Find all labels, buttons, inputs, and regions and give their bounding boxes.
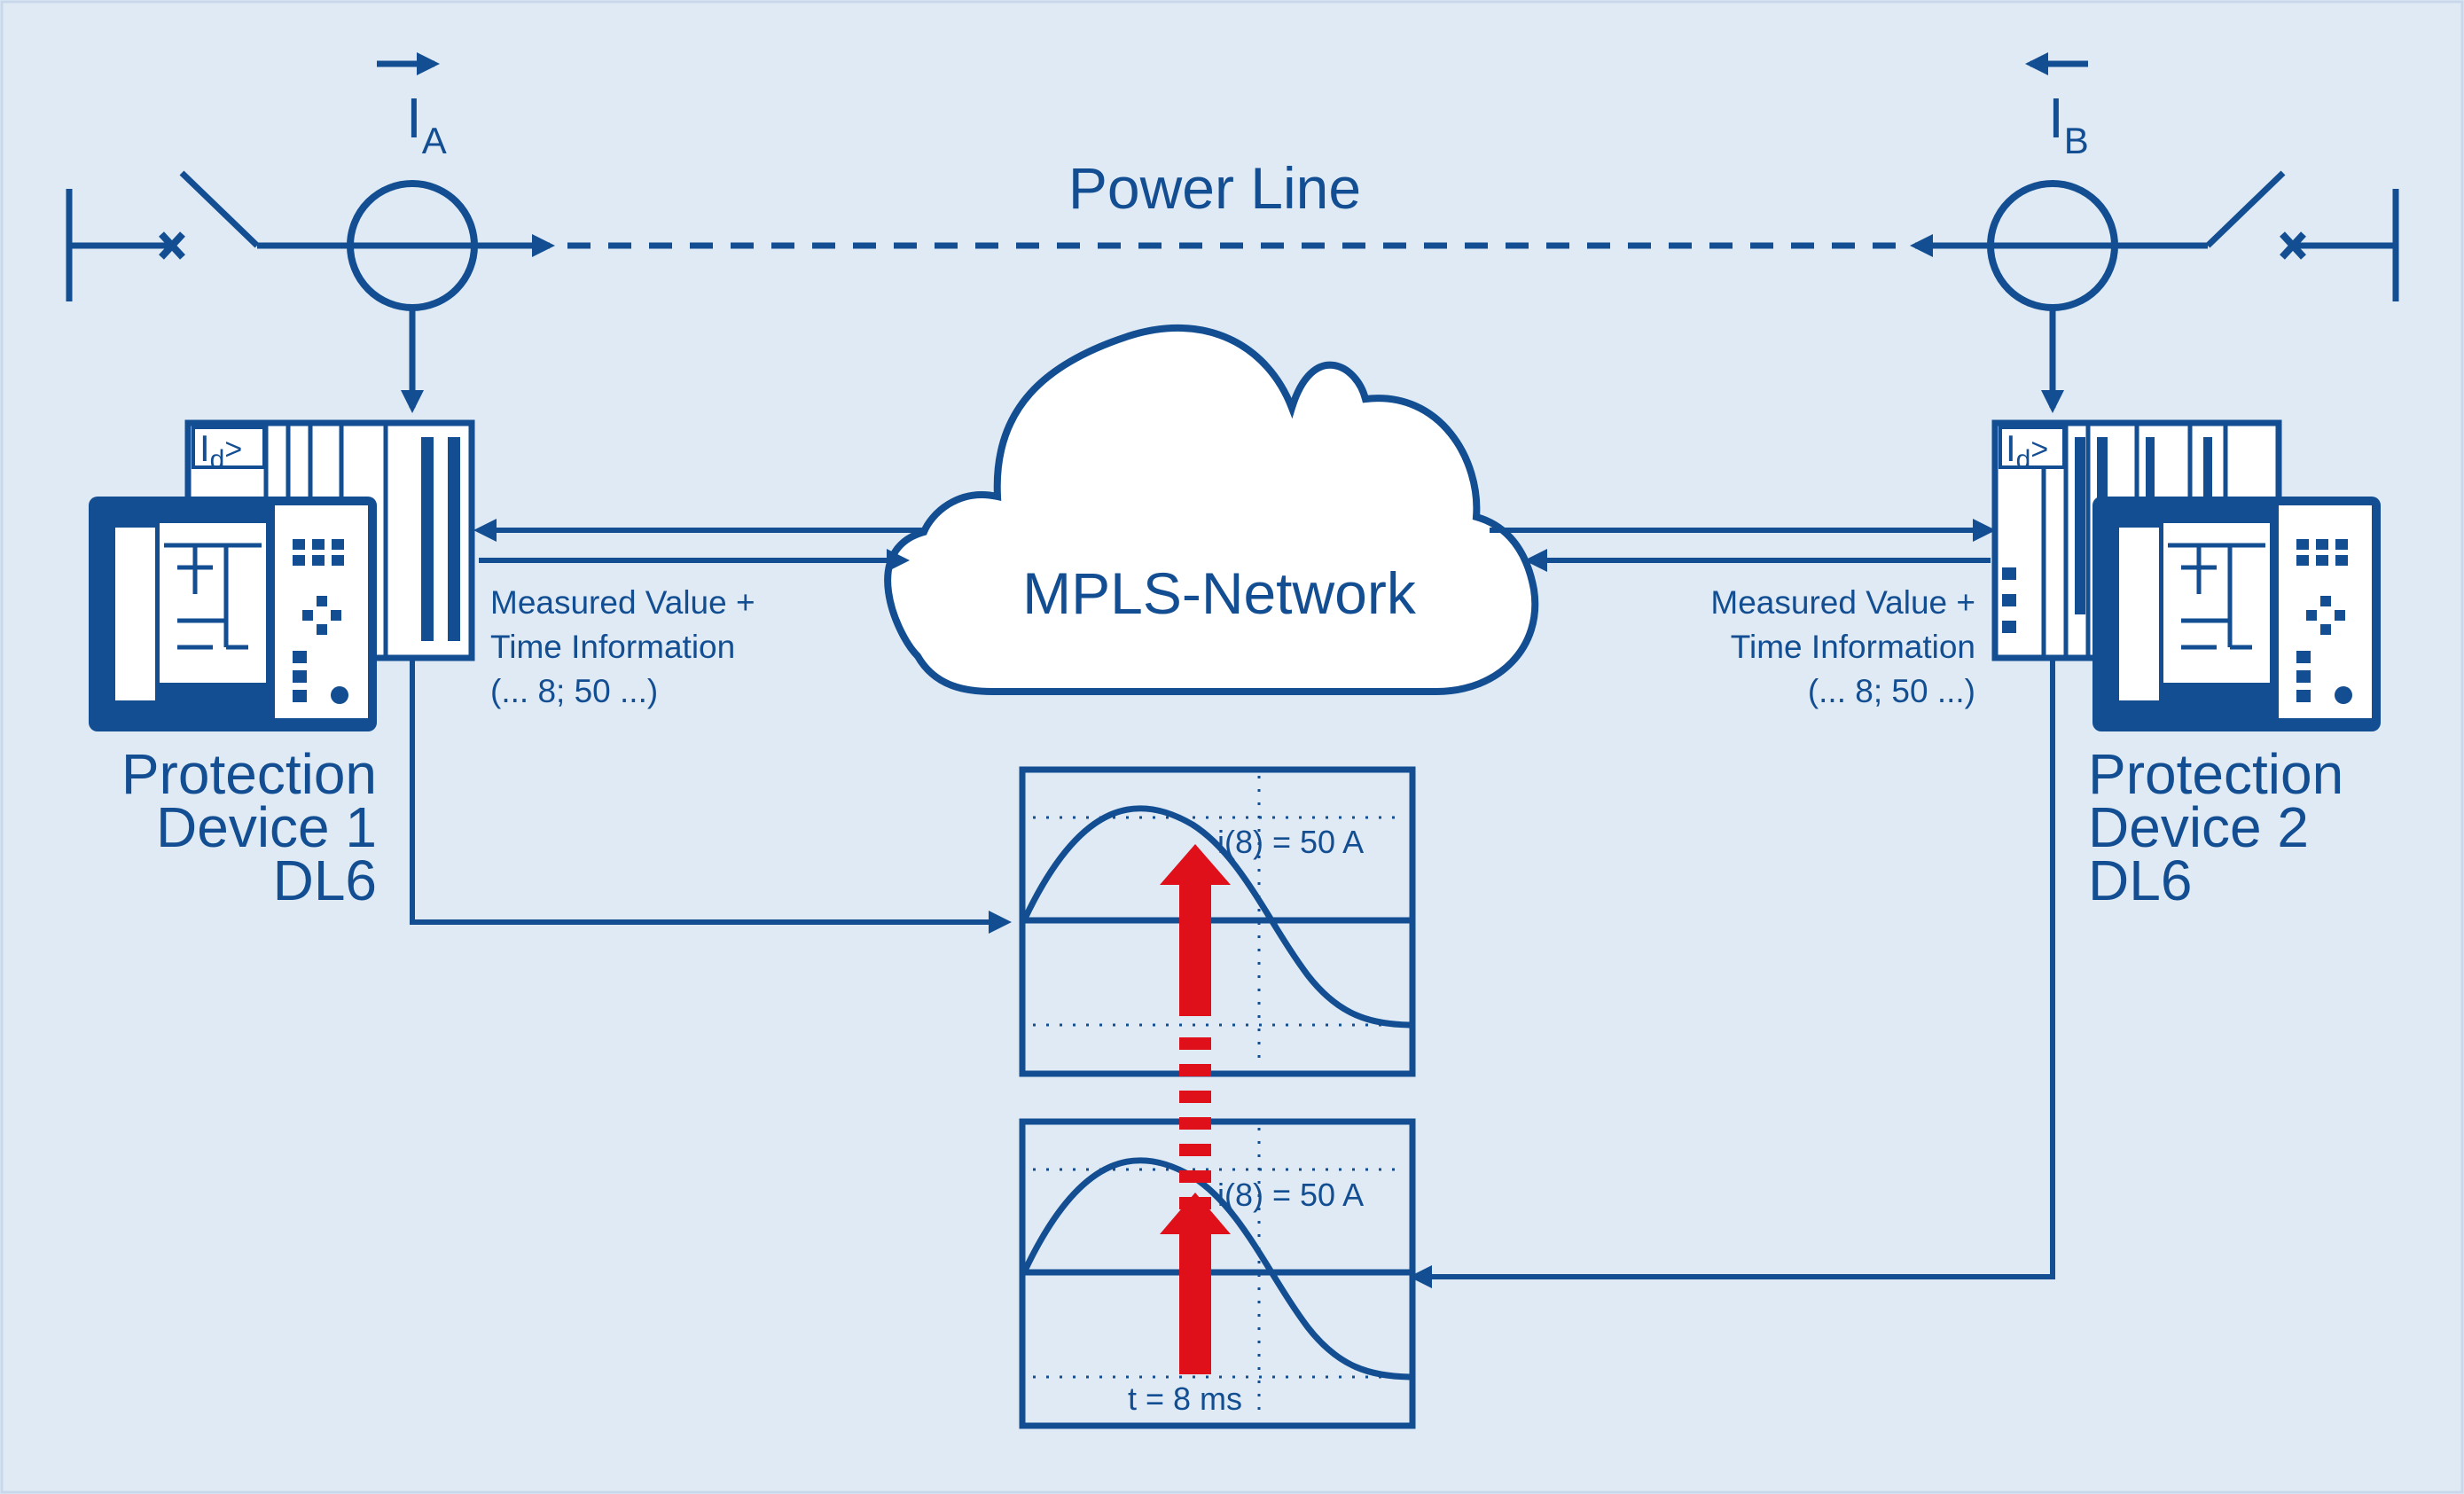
link-right-line-3: (... 8; 50 ...) <box>1808 673 1975 709</box>
power-line-label: Power Line <box>1068 155 1361 221</box>
sync-arrow-bottom-shaft <box>1179 1232 1211 1374</box>
device-1-name-line-2: Device 1 <box>156 795 377 859</box>
link-left-line-3: (... 8; 50 ...) <box>490 673 658 709</box>
switch-right-icon <box>2205 170 2286 248</box>
link-left-line-1: Measured Value + <box>490 584 755 621</box>
sync-arrow-top-head-icon <box>1160 844 1231 885</box>
protection-device-1-icon: Id> <box>89 419 475 731</box>
plot-top: i(8) = 50 A <box>1019 766 1416 1077</box>
device-1-panel-label: Id> <box>199 427 242 474</box>
switch-left-icon <box>179 170 260 248</box>
link-left-line-2: Time Information <box>490 629 735 665</box>
link-right-line-2: Time Information <box>1731 629 1975 665</box>
breaker-cross-right-icon <box>2280 231 2306 260</box>
sync-arrow-top-shaft <box>1179 883 1211 1016</box>
sync-arrow-bottom-head-icon <box>1160 1193 1231 1234</box>
device-2-name-line-1: Protection <box>2088 742 2343 806</box>
device-2-name-line-3: DL6 <box>2088 849 2192 912</box>
device-1-name-line-1: Protection <box>121 742 377 806</box>
mpls-network-label: MPLS-Network <box>1022 560 1417 626</box>
current-a-label: IA <box>406 86 447 161</box>
device-2-panel-label: Id> <box>2006 427 2048 474</box>
breaker-cross-left-icon <box>159 231 185 260</box>
link-right-line-1: Measured Value + <box>1710 584 1975 621</box>
current-b-label: IB <box>2048 86 2089 161</box>
plot-bottom: i(8) = 50 A t = 8 ms <box>1019 1118 1416 1429</box>
plot-bottom-time-label: t = 8 ms <box>1128 1381 1242 1417</box>
plot-top-sample-label: i(8) = 50 A <box>1217 824 1364 860</box>
device-1-to-plot-connector <box>410 658 1012 934</box>
device-2-to-plot-connector <box>1409 658 2055 1288</box>
protection-device-2-icon: Id> <box>1991 419 2381 731</box>
power-line <box>66 170 2399 413</box>
device-1-name-line-3: DL6 <box>273 849 377 912</box>
device-2-name-line-2: Device 2 <box>2088 795 2309 859</box>
sync-arrows <box>1160 844 1231 1374</box>
plot-bottom-sample-label: i(8) = 50 A <box>1217 1177 1364 1213</box>
